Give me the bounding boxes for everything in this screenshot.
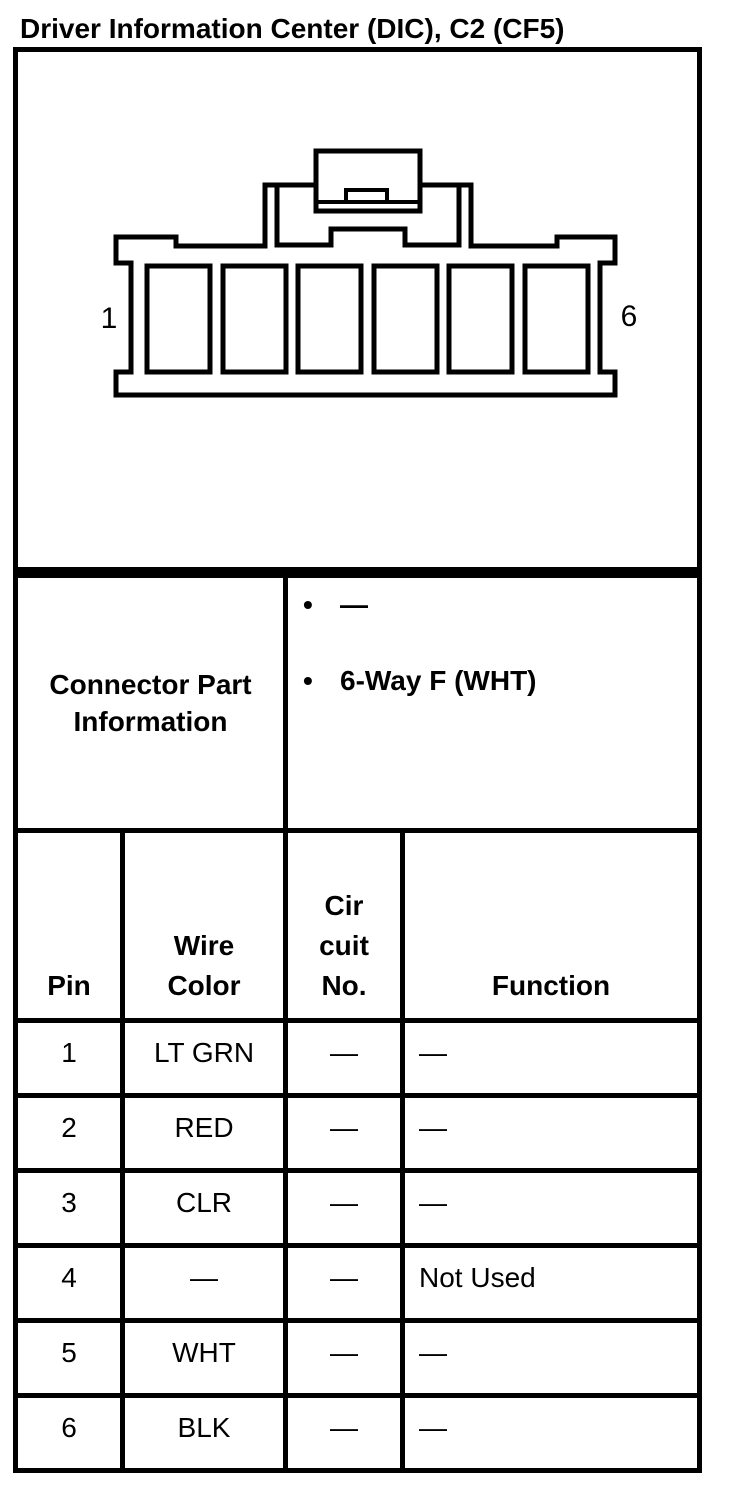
row6-pin: 6 [61, 1412, 77, 1443]
row6-function: — [419, 1412, 447, 1443]
header-cir-line: Cir [324, 890, 364, 921]
pin-slot-2 [220, 263, 289, 375]
pin-slot-6 [522, 263, 591, 375]
row6-wire: BLK [177, 1412, 231, 1443]
header-no-line: No. [321, 970, 367, 1001]
row3-function: — [419, 1187, 447, 1218]
connector-shoulder-inner [274, 186, 462, 248]
connector-drawing [113, 148, 618, 398]
pin-6-label: 6 [620, 300, 638, 333]
pin-slot-3 [295, 263, 364, 375]
row1-pin: 1 [61, 1037, 77, 1068]
row4-wire: — [190, 1262, 218, 1293]
pin-slot-4 [371, 263, 440, 375]
table-border-top [13, 572, 702, 578]
part-info-bullet-2-text: 6-Way F (WHT) [340, 665, 537, 696]
row4-circuit: — [330, 1262, 358, 1293]
row5-circuit: — [330, 1337, 358, 1368]
row1-wire: LT GRN [153, 1037, 255, 1068]
row3-circuit: — [330, 1187, 358, 1218]
connector-latch-tab [344, 188, 389, 204]
col-divider-pin-wire [120, 828, 125, 1473]
bullet-icon: • [303, 665, 313, 696]
pin-slot-5 [446, 263, 515, 375]
row5-pin: 5 [61, 1337, 77, 1368]
row3-wire: CLR [175, 1187, 232, 1218]
col-divider-circuit-function [400, 828, 405, 1473]
row5-function: — [419, 1337, 447, 1368]
header-pin-line: Pin [47, 970, 91, 1001]
row5-wire: WHT [172, 1337, 236, 1368]
table-border-bottom [13, 1468, 702, 1473]
row1-circuit: — [330, 1037, 358, 1068]
row3-pin: 3 [61, 1187, 77, 1218]
pin-1-label: 1 [100, 302, 118, 335]
row2-pin: 2 [61, 1112, 77, 1143]
row-divider-2 [13, 1168, 702, 1173]
part-info-label: Connector Part Information [49, 668, 252, 737]
row4-function: Not Used [419, 1262, 536, 1293]
header-circuit-no: Cir cuit No. [288, 833, 400, 1018]
row6-circuit: — [330, 1412, 358, 1443]
page-title: Driver Information Center (DIC), C2 (CF5… [20, 13, 565, 44]
header-wire-line: Wire [173, 930, 235, 961]
header-function: Function [405, 833, 697, 1018]
header-function-line: Function [491, 970, 611, 1001]
row-divider-1 [13, 1093, 702, 1098]
pin-slot-1 [144, 263, 213, 375]
header-wire-color: Wire Color [125, 833, 283, 1018]
part-info-bullet-2: • 6-Way F (WHT) [288, 666, 693, 696]
row1-function: — [419, 1037, 447, 1068]
row-divider-3 [13, 1243, 702, 1248]
col-divider-wire-circuit [283, 572, 288, 1473]
row2-function: — [419, 1112, 447, 1143]
part-info-bullet-1: • — [288, 590, 693, 620]
header-body-divider [13, 1018, 702, 1023]
bullet-icon: • [303, 589, 313, 620]
row-divider-4 [13, 1318, 702, 1323]
row4-pin: 4 [61, 1262, 77, 1293]
partinfo-header-divider [13, 828, 702, 833]
row-divider-5 [13, 1393, 702, 1398]
row2-wire: RED [174, 1112, 234, 1143]
part-info-bullet-1-text: — [340, 589, 368, 620]
header-pin: Pin [18, 833, 120, 1018]
row2-circuit: — [330, 1112, 358, 1143]
header-color-line: Color [167, 970, 241, 1001]
header-cuit-line: cuit [319, 930, 369, 961]
